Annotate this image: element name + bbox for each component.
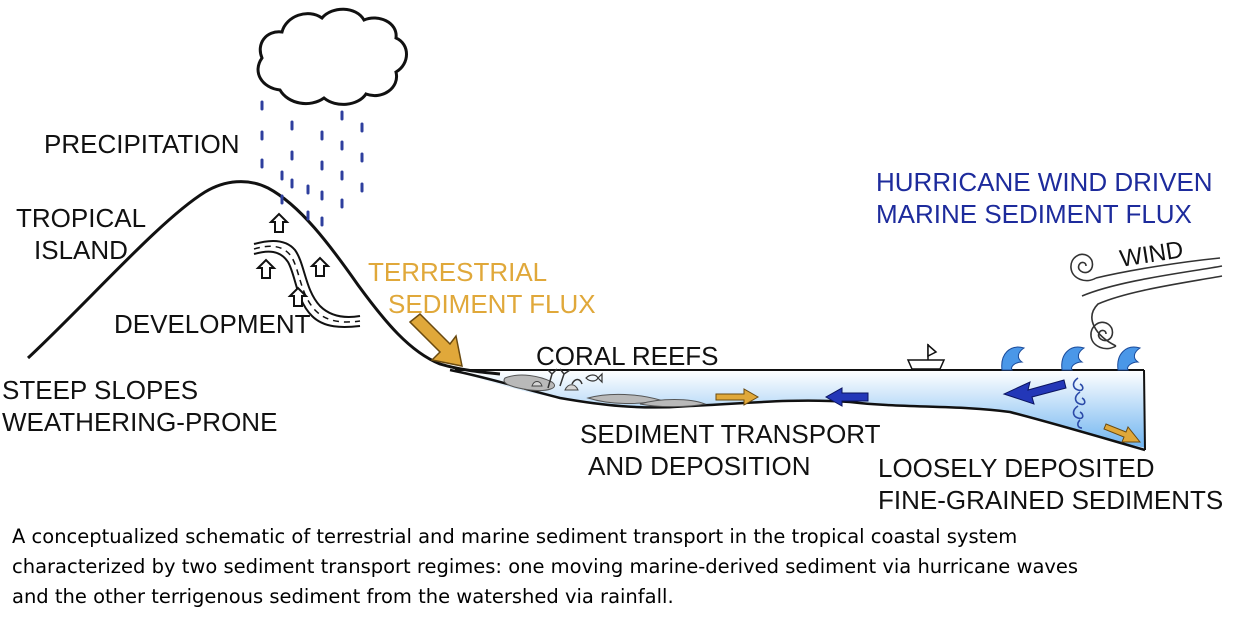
cloud-icon — [256, 7, 408, 106]
label-hurricane-flux: HURRICANE WIND DRIVEN MARINE SEDIMENT FL… — [876, 166, 1213, 230]
house-icons — [255, 212, 331, 307]
house-icon — [268, 212, 290, 233]
label-terrestrial-flux-line-2: SEDIMENT FLUX — [388, 289, 596, 319]
ocean-water — [450, 370, 1145, 448]
caption-line-2: characterized by two sediment transport … — [12, 555, 1079, 578]
terrestrial-transport-arrow — [715, 388, 760, 406]
label-loosely-deposited: LOOSELY DEPOSITED FINE-GRAINED SEDIMENTS — [878, 452, 1223, 516]
reef-sediment — [503, 374, 555, 391]
terrestrial-flux-arrow — [408, 312, 463, 367]
label-coral-reefs: CORAL REEFS — [536, 341, 719, 371]
label-sediment-transport: SEDIMENT TRANSPORT AND DEPOSITION — [580, 418, 881, 482]
label-precipitation: PRECIPITATION — [44, 129, 240, 159]
reef-sediment — [639, 399, 707, 408]
island-outline — [26, 180, 501, 376]
house-icon — [309, 256, 331, 277]
caption-line-3: and the other terrigenous sediment from … — [12, 585, 674, 608]
marine-transport-arrow-large — [1002, 379, 1067, 405]
boat-icon — [906, 343, 946, 370]
label-steep-slopes: STEEP SLOPES WEATHERING-PRONE — [2, 374, 277, 438]
house-icon — [255, 258, 277, 279]
label-tropical-island: TROPICAL ISLAND — [16, 202, 146, 266]
transport-arrows — [715, 379, 1142, 443]
label-tropical-island-line-1: TROPICAL — [16, 203, 147, 233]
wave-icons — [1001, 346, 1142, 371]
spiral-icon — [1070, 253, 1117, 350]
label-terrestrial-flux-line-1: TERRESTRIAL — [368, 257, 548, 287]
house-icon — [287, 286, 309, 307]
orbital-swirl — [1072, 377, 1086, 429]
coral-icon — [547, 368, 583, 389]
label-loosely-deposited-line-2: FINE-GRAINED SEDIMENTS — [878, 485, 1224, 515]
label-steep-slopes-line-1: STEEP SLOPES — [2, 375, 199, 405]
label-sediment-transport-line-2: AND DEPOSITION — [588, 451, 811, 481]
figure-caption: A conceptualized schematic of terrestria… — [12, 522, 1232, 612]
diagram: PRECIPITATION TROPICAL ISLAND DEVELOPMEN… — [2, 7, 1223, 515]
fish-icon — [585, 372, 603, 384]
rain-drops — [260, 100, 364, 227]
terrestrial-transport-arrow-deep — [1103, 423, 1142, 443]
road-centerline — [253, 245, 361, 323]
diagram-artwork — [26, 7, 1223, 452]
label-development: DEVELOPMENT — [114, 309, 311, 339]
label-hurricane-flux-line-1: HURRICANE WIND DRIVEN — [876, 167, 1213, 197]
label-steep-slopes-line-2: WEATHERING-PRONE — [2, 407, 278, 437]
wave-icon — [1061, 346, 1086, 371]
seafloor — [449, 368, 1146, 452]
caption-line-1: A conceptualized schematic of terrestria… — [12, 525, 1018, 548]
road — [253, 239, 361, 318]
wave-icon — [1117, 346, 1142, 371]
label-hurricane-flux-line-2: MARINE SEDIMENT FLUX — [876, 199, 1192, 229]
coral-icon — [531, 381, 579, 391]
label-terrestrial-flux: TERRESTRIAL SEDIMENT FLUX — [368, 256, 596, 320]
label-tropical-island-line-2: ISLAND — [34, 235, 128, 265]
marine-transport-arrow — [824, 387, 869, 407]
shelf-edge — [1143, 369, 1146, 451]
wave-icon — [1001, 346, 1026, 371]
label-sediment-transport-line-1: SEDIMENT TRANSPORT — [580, 419, 881, 449]
wind-lines — [1081, 257, 1223, 347]
label-loosely-deposited-line-1: LOOSELY DEPOSITED — [878, 453, 1155, 483]
